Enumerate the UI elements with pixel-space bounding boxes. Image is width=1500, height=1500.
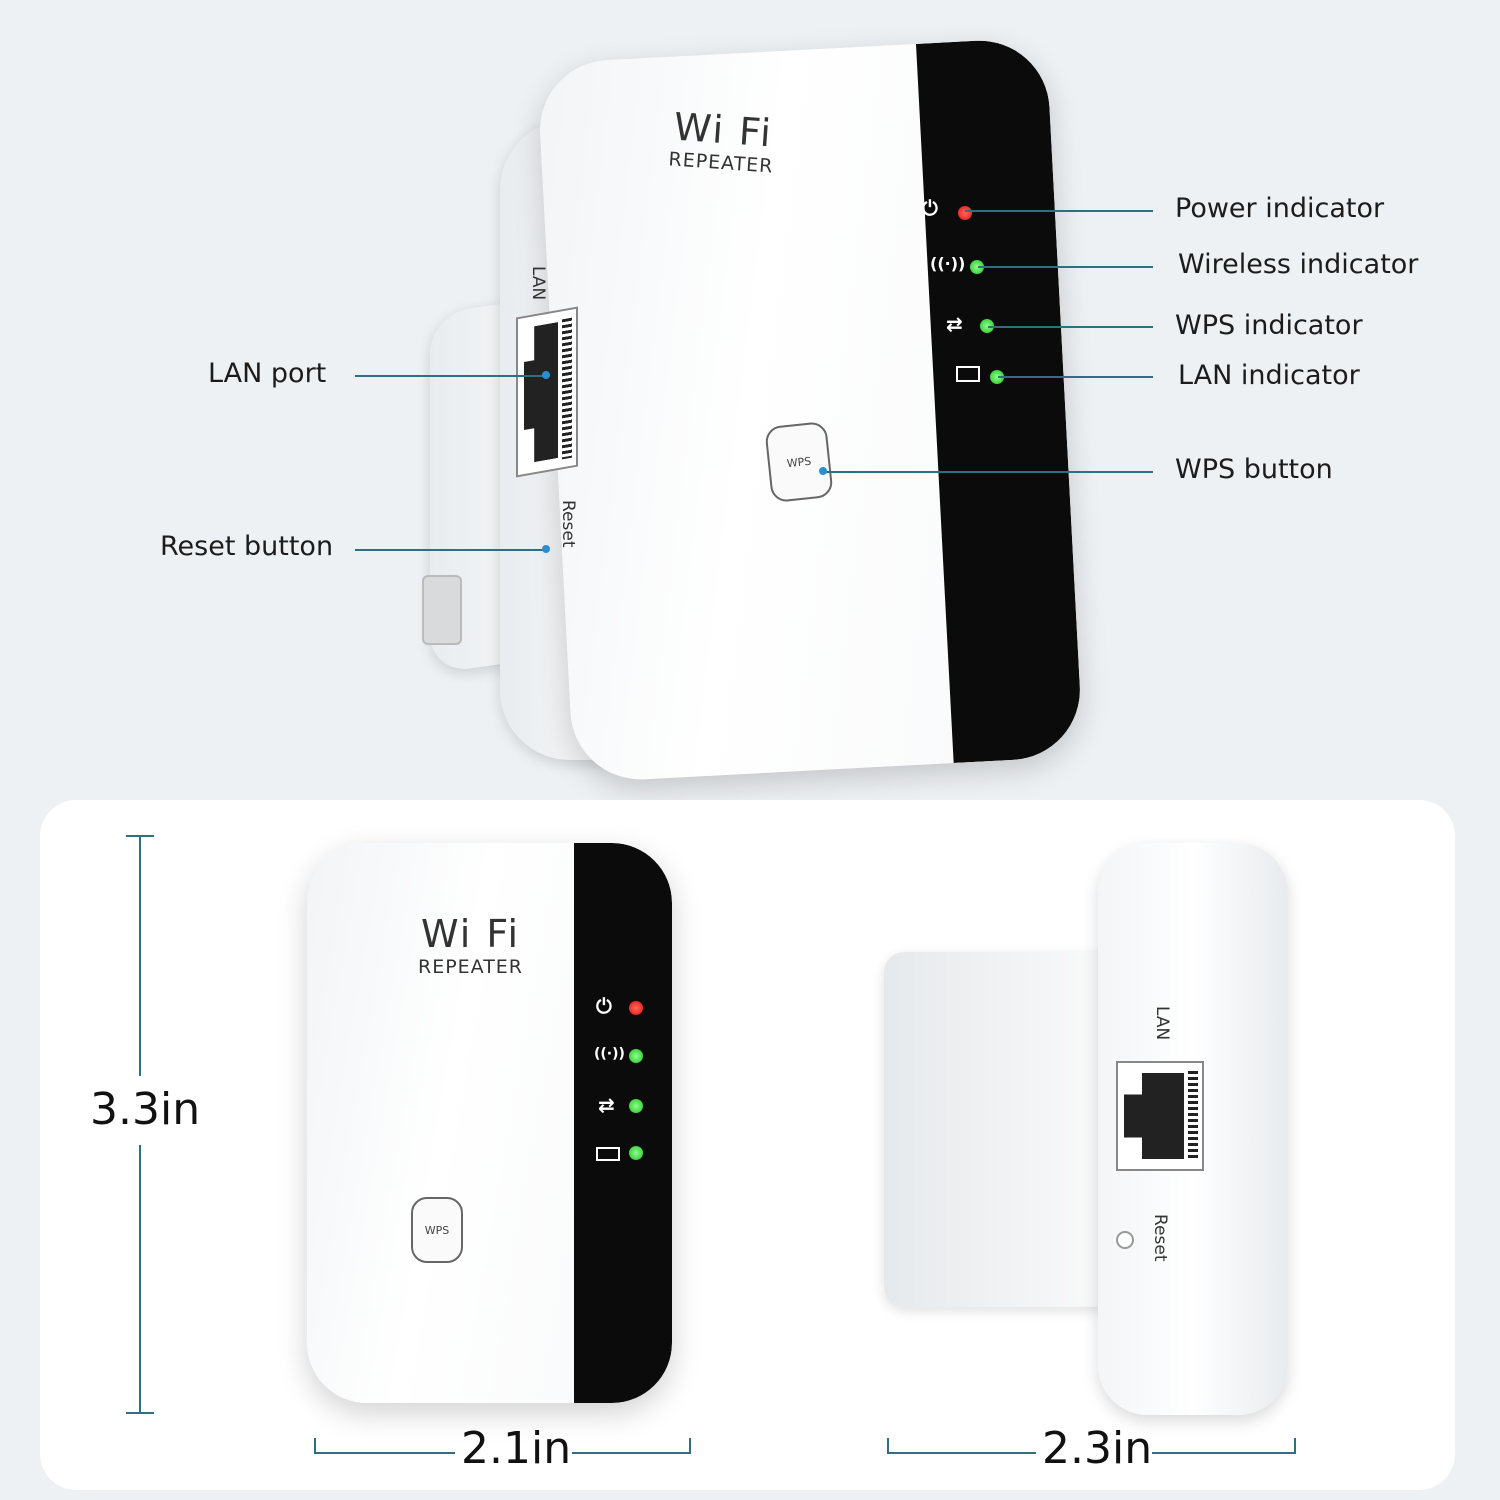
lan-icon	[956, 366, 980, 382]
width-tick-left	[314, 1438, 316, 1454]
wps-button-line	[822, 471, 1153, 473]
wireless-indicator-line	[978, 266, 1153, 268]
power-indicator-line	[965, 210, 1153, 212]
wireless-led	[970, 260, 984, 274]
lan-port-label: LAN	[528, 266, 548, 301]
side-reset-label: Reset	[1150, 1214, 1170, 1262]
wps-sync-icon: ⇄	[946, 312, 963, 336]
depth-dimension: 2.3in	[1042, 1423, 1153, 1474]
height-dimension-line-lower	[139, 1145, 141, 1413]
front-wps-sync-icon: ⇄	[598, 1093, 615, 1117]
front-wireless-icon: ((·))	[594, 1046, 625, 1062]
side-lan-label: LAN	[1152, 1006, 1172, 1041]
lan-port-line	[355, 375, 547, 377]
lan-port-dot	[542, 371, 550, 379]
width-tick-right	[689, 1438, 691, 1454]
wps-button[interactable]: WPS	[764, 420, 834, 504]
front-lan-icon	[596, 1147, 620, 1161]
device-front	[536, 37, 1084, 783]
wifi-logo: Wi Fi REPEATER	[667, 104, 775, 178]
height-tick-bottom	[126, 1412, 154, 1414]
height-dimension-line	[139, 836, 141, 1076]
lan-led	[990, 370, 1004, 384]
lan-port-callout: LAN port	[208, 358, 327, 389]
plug-prong	[422, 575, 462, 645]
side-lan-port	[1116, 1061, 1204, 1171]
reset-button-dot	[542, 545, 550, 553]
reset-label: Reset	[558, 500, 578, 548]
wps-button-dot	[819, 467, 827, 475]
width-dimension: 2.1in	[461, 1423, 572, 1474]
lan-port	[516, 306, 578, 478]
side-view-plug	[884, 952, 1114, 1307]
depth-dimension-line	[888, 1452, 1036, 1454]
lan-indicator-label: LAN indicator	[1178, 360, 1360, 391]
wps-indicator-label: WPS indicator	[1175, 310, 1363, 341]
width-dimension-line-right	[572, 1452, 690, 1454]
side-reset-button[interactable]	[1116, 1231, 1134, 1249]
front-lan-led	[629, 1146, 643, 1160]
reset-button-callout: Reset button	[160, 531, 334, 562]
power-led	[958, 206, 972, 220]
depth-tick-right	[1294, 1438, 1296, 1454]
wireless-icon: ((·))	[930, 254, 966, 273]
lan-indicator-line	[998, 376, 1153, 378]
device-black-panel	[915, 37, 1084, 763]
front-view-device	[307, 843, 672, 1403]
power-indicator-label: Power indicator	[1175, 193, 1385, 224]
wps-indicator-line	[988, 326, 1153, 328]
wps-button-label: WPS button	[1175, 454, 1333, 485]
depth-tick-left	[887, 1438, 889, 1454]
front-wps-led	[629, 1099, 643, 1113]
width-dimension-line	[315, 1452, 455, 1454]
front-wireless-led	[629, 1049, 643, 1063]
front-power-icon: ⏻	[596, 994, 612, 1018]
wps-led	[980, 319, 994, 333]
front-wps-button[interactable]: WPS	[411, 1197, 463, 1263]
height-dimension: 3.3in	[90, 1084, 201, 1135]
power-icon: ⏻	[922, 196, 938, 220]
front-power-led	[629, 1001, 643, 1015]
front-view-black-panel	[574, 843, 672, 1403]
height-tick-top	[126, 835, 154, 837]
reset-button-line	[355, 549, 547, 551]
wireless-indicator-label: Wireless indicator	[1178, 249, 1419, 280]
depth-dimension-line-right	[1152, 1452, 1295, 1454]
front-view-wifi-logo: Wi Fi REPEATER	[418, 912, 524, 978]
